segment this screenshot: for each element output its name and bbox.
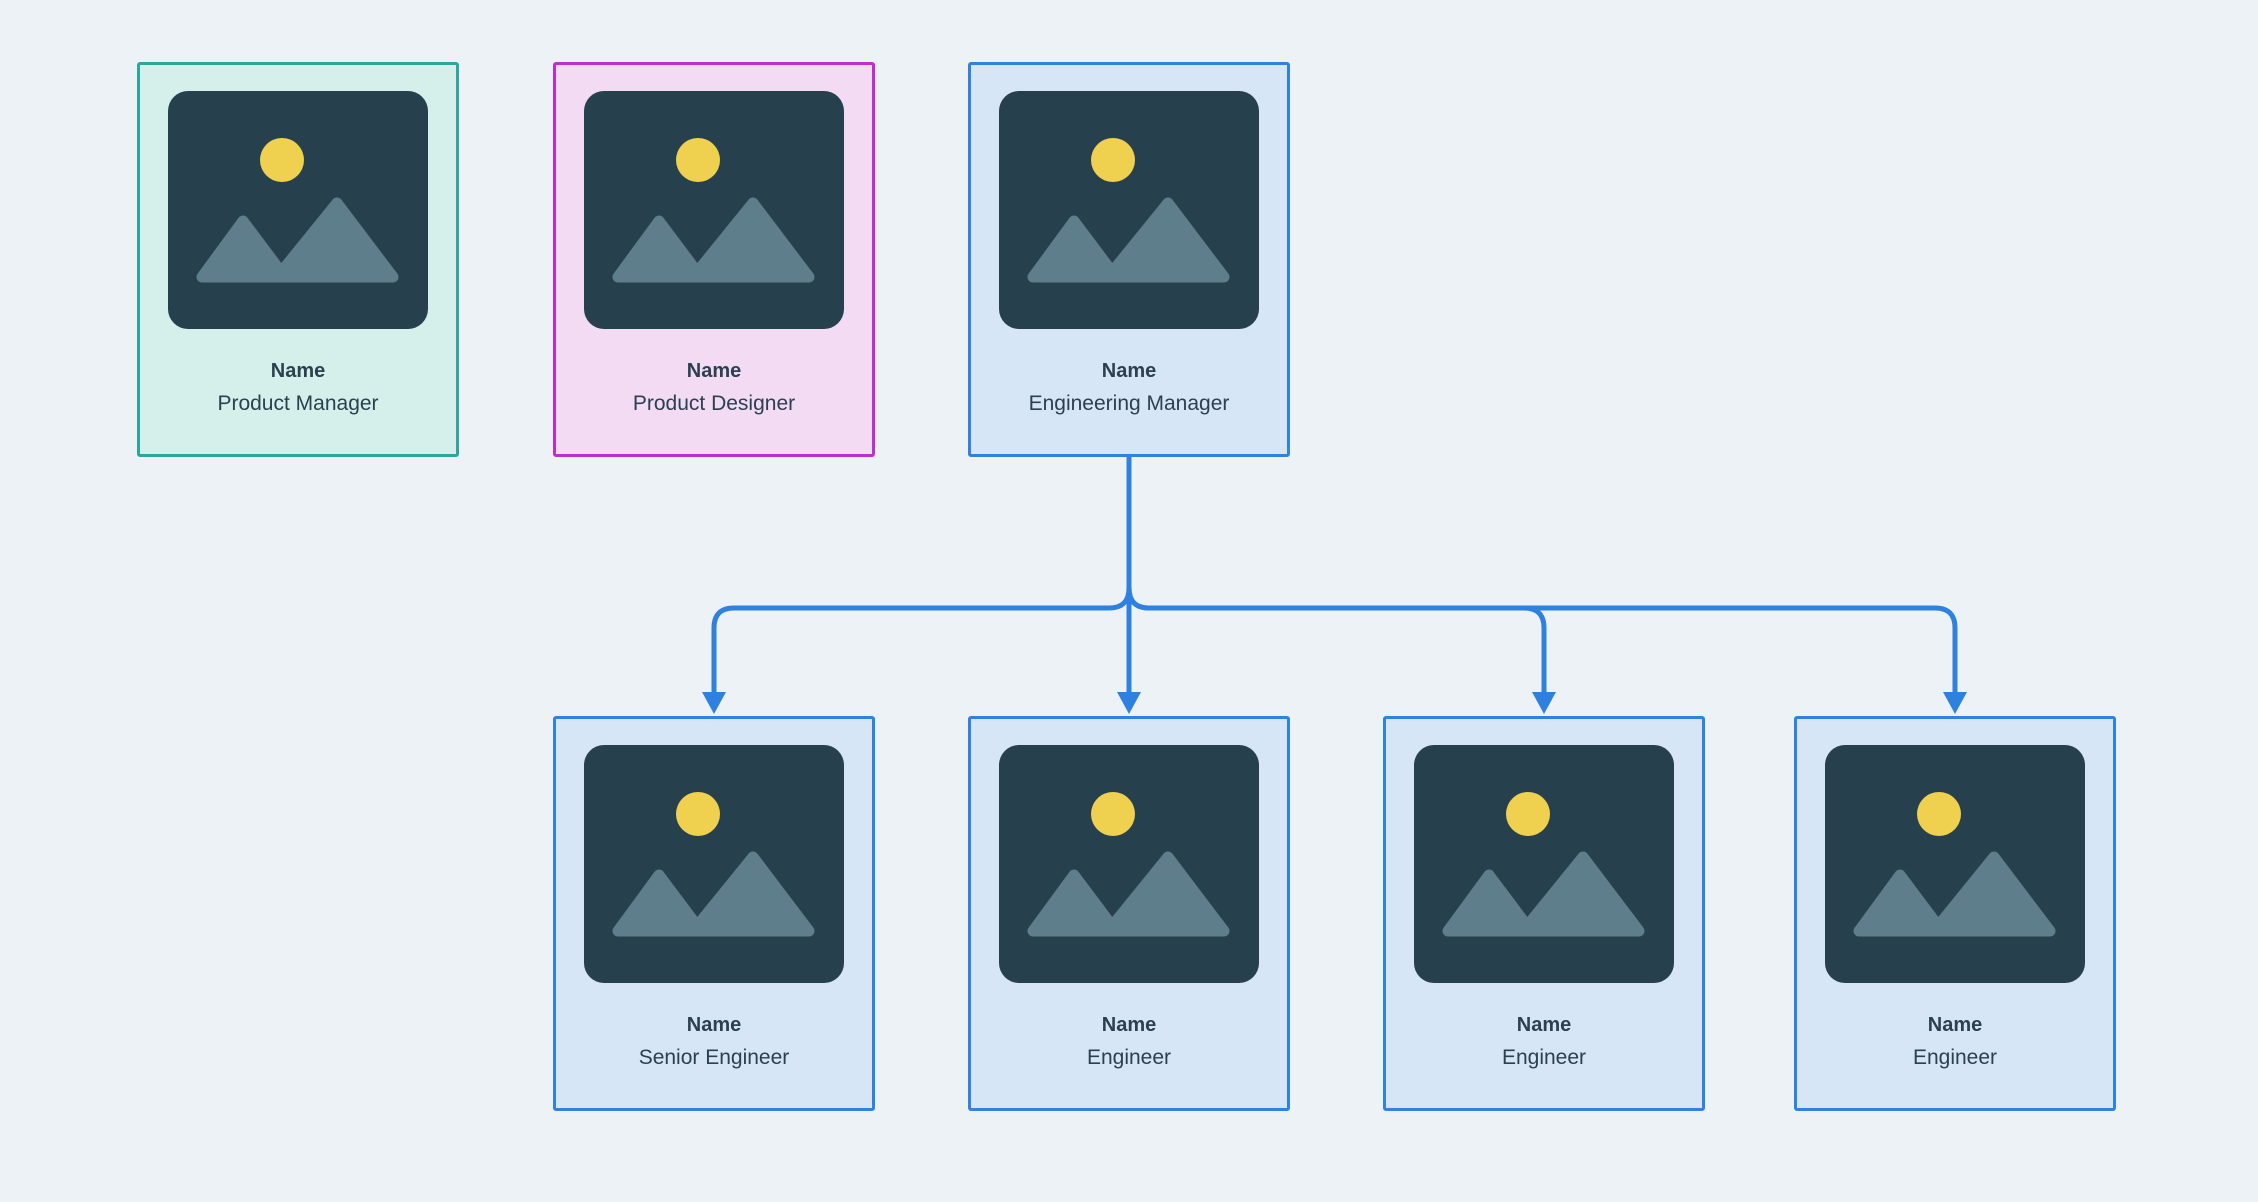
image-placeholder-icon xyxy=(1414,745,1674,983)
person-role: Senior Engineer xyxy=(638,1046,790,1069)
person-name: Name xyxy=(1101,1014,1157,1036)
sun-icon xyxy=(260,138,304,182)
sun-icon xyxy=(676,792,720,836)
card-engineer-3[interactable]: Name Engineer xyxy=(1794,716,2116,1111)
person-name: Name xyxy=(1516,1014,1572,1036)
mountains-icon xyxy=(1442,851,1645,937)
connector-engineering-manager-to-senior-engineer[interactable] xyxy=(711,457,1132,696)
person-role: Engineering Manager xyxy=(1028,392,1230,415)
person-name: Name xyxy=(1101,360,1157,382)
arrowhead-engineer-2 xyxy=(1532,692,1556,714)
person-role: Engineer xyxy=(1912,1046,1998,1069)
image-frame xyxy=(999,745,1259,983)
image-placeholder-icon xyxy=(1825,745,2085,983)
sun-icon xyxy=(1917,792,1961,836)
mountains-icon xyxy=(612,197,815,283)
image-placeholder-icon xyxy=(168,91,428,329)
connector-engineering-manager-to-engineer-2[interactable] xyxy=(1126,457,1547,696)
mountains-icon xyxy=(1853,851,2056,937)
person-role: Product Manager xyxy=(217,392,379,415)
person-name: Name xyxy=(686,360,742,382)
mountains-icon xyxy=(196,197,399,283)
person-name: Name xyxy=(270,360,326,382)
card-engineer-2[interactable]: Name Engineer xyxy=(1383,716,1705,1111)
image-frame xyxy=(999,91,1259,329)
image-placeholder-icon xyxy=(999,745,1259,983)
sun-icon xyxy=(1091,792,1135,836)
arrowhead-senior-engineer xyxy=(702,692,726,714)
image-placeholder-icon xyxy=(584,91,844,329)
arrowhead-engineer-3 xyxy=(1943,692,1967,714)
person-name: Name xyxy=(1927,1014,1983,1036)
image-frame xyxy=(1825,745,2085,983)
connector-engineering-manager-to-engineer-3[interactable] xyxy=(1126,457,1958,696)
person-name: Name xyxy=(686,1014,742,1036)
person-role: Engineer xyxy=(1086,1046,1172,1069)
image-placeholder-icon xyxy=(999,91,1259,329)
person-role: Engineer xyxy=(1501,1046,1587,1069)
sun-icon xyxy=(676,138,720,182)
card-engineering-manager[interactable]: Name Engineering Manager xyxy=(968,62,1290,457)
card-engineer-1[interactable]: Name Engineer xyxy=(968,716,1290,1111)
image-frame xyxy=(1414,745,1674,983)
mountains-icon xyxy=(1027,851,1230,937)
image-frame xyxy=(584,91,844,329)
mountains-icon xyxy=(612,851,815,937)
image-frame xyxy=(584,745,844,983)
image-placeholder-icon xyxy=(584,745,844,983)
arrowhead-engineer-1 xyxy=(1117,692,1141,714)
sun-icon xyxy=(1091,138,1135,182)
card-product-manager[interactable]: Name Product Manager xyxy=(137,62,459,457)
card-senior-engineer[interactable]: Name Senior Engineer xyxy=(553,716,875,1111)
image-frame xyxy=(168,91,428,329)
person-role: Product Designer xyxy=(632,392,796,415)
card-product-designer[interactable]: Name Product Designer xyxy=(553,62,875,457)
sun-icon xyxy=(1506,792,1550,836)
mountains-icon xyxy=(1027,197,1230,283)
